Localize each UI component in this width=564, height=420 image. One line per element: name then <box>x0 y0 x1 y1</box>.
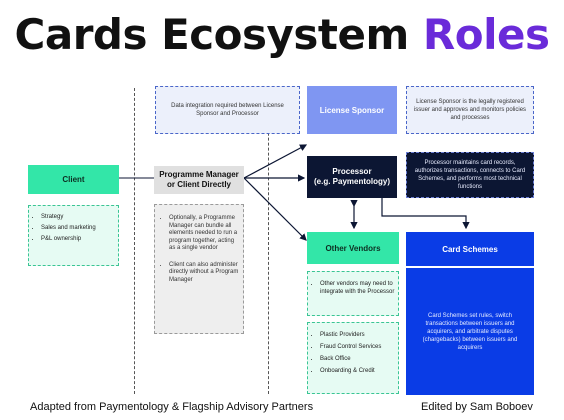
pm-to-license-arrow <box>243 144 308 179</box>
list-item: Fraud Control Services <box>320 344 398 350</box>
client-responsibilities: Strategy Sales and marketing P&L ownersh… <box>28 205 119 266</box>
list-item: Onboarding & Credit <box>320 368 398 374</box>
footer-credit-source: Adapted from Paymentology & Flagship Adv… <box>30 401 314 413</box>
list-item: Sales and marketing <box>41 225 118 231</box>
license-sponsor-header: License Sponsor <box>307 86 397 134</box>
list-item: Client can also administer directly with… <box>169 262 239 285</box>
processor-note: Processor maintains card records, author… <box>406 152 534 198</box>
list-item: P&L ownership <box>41 236 118 242</box>
programme-manager-notes: Optionally, a Programme Manager can bund… <box>154 204 244 334</box>
list-item: Back Office <box>320 356 398 362</box>
page-title: Cards Ecosystem Roles <box>0 10 564 59</box>
programme-manager-header: Programme Manager or Client Directly <box>154 166 244 194</box>
processor-header-line1: Processor <box>332 167 372 176</box>
pm-to-vendors-arrow <box>243 177 307 241</box>
data-integration-note: Data integration required between Licens… <box>155 86 300 134</box>
processor-header: Processor (e.g. Paymentology) <box>307 156 397 198</box>
other-vendors-list: Plastic Providers Fraud Control Services… <box>307 322 399 394</box>
pm-header-line1: Programme Manager <box>159 170 239 179</box>
list-item: Plastic Providers <box>320 332 398 338</box>
list-item: Other vendors may need to integrate with… <box>320 280 395 296</box>
processor-header-line2: (e.g. Paymentology) <box>313 177 390 186</box>
divider-left <box>134 88 135 394</box>
card-schemes-header: Card Schemes <box>406 232 534 266</box>
client-header: Client <box>28 165 119 194</box>
processor-to-schemes-arrow <box>381 198 470 230</box>
divider-right <box>268 88 269 394</box>
pm-header-line2: or Client Directly <box>166 180 231 189</box>
other-vendors-header: Other Vendors <box>307 232 399 264</box>
card-schemes-note: Card Schemes set rules, switch transacti… <box>406 268 534 395</box>
list-item: Strategy <box>41 214 118 220</box>
other-vendors-note: Other vendors may need to integrate with… <box>307 271 399 316</box>
license-sponsor-note: License Sponsor is the legally registere… <box>406 86 534 134</box>
title-part2: Roles <box>422 10 550 59</box>
footer-credit-editor: Edited by Sam Boboev <box>421 401 533 413</box>
list-item: Optionally, a Programme Manager can bund… <box>169 215 239 253</box>
title-part1: Cards Ecosystem <box>14 10 423 59</box>
